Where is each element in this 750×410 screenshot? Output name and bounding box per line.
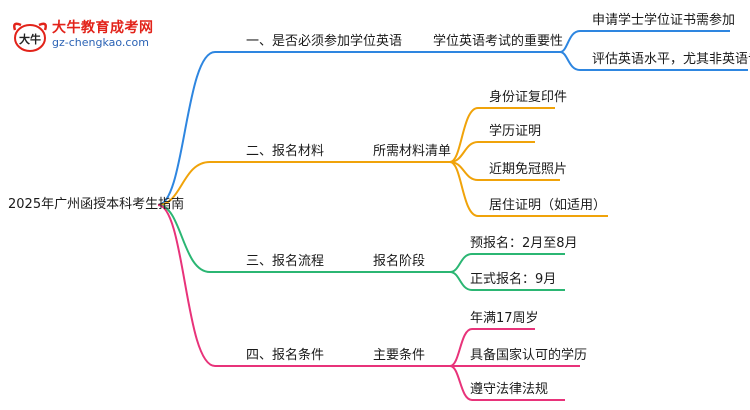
logo-site-url[interactable]: gz-chengkao.com xyxy=(52,36,149,49)
branch-2-leaf-2: 学历证明 xyxy=(489,124,542,139)
sub-1-to-leaf-2-line xyxy=(559,51,748,71)
branch-4-sub-label: 主要条件 xyxy=(373,348,426,363)
branch-2-leaf-4: 居住证明（如适用） xyxy=(489,198,607,213)
branch-3-lines xyxy=(157,204,565,291)
branch-3-leaf-2: 正式报名：9月 xyxy=(470,272,557,287)
sub-3-to-leaf-1-line xyxy=(449,253,565,273)
branch-1-lines xyxy=(157,30,748,206)
bull-logo-icon: 大牛 xyxy=(13,22,47,52)
sub-2-to-leaf-4-line xyxy=(449,161,608,217)
branch-4-lines xyxy=(157,204,580,401)
logo-site-name: 大牛教育成考网 xyxy=(52,20,154,36)
branch-2-leaf-3: 近期免冠照片 xyxy=(489,162,568,177)
branch-3-label: 三、报名流程 xyxy=(246,254,325,269)
branch-1-leaf-1: 申请学士学位证书需参加 xyxy=(592,13,736,28)
branch-1-leaf-2: 评估英语水平，尤其非英语专业 xyxy=(592,52,750,67)
branch-3-sub-label: 报名阶段 xyxy=(373,254,426,269)
branch-4-leaf-1: 年满17周岁 xyxy=(470,311,539,326)
root-topic: 2025年广州函授本科考生指南 xyxy=(8,197,185,212)
branch-1-label: 一、是否必须参加学位英语 xyxy=(246,34,403,49)
branch-2-sub-label: 所需材料清单 xyxy=(373,144,452,159)
sub-3-to-leaf-2-line xyxy=(449,271,565,291)
sub-4-to-leaf-1-line xyxy=(449,328,535,367)
logo-mark-text: 大牛 xyxy=(19,32,41,46)
site-logo[interactable]: 大牛 大牛教育成考网 gz-chengkao.com xyxy=(10,14,180,60)
sub-2-to-leaf-2-line xyxy=(449,141,535,163)
branch-2-lines xyxy=(157,107,608,217)
root-to-branch-4-line xyxy=(157,204,320,367)
sub-2-to-leaf-1-line xyxy=(449,107,555,163)
branch-1-sub-label: 学位英语考试的重要性 xyxy=(433,34,564,49)
root-to-branch-1-line xyxy=(157,51,375,206)
sub-2-to-leaf-3-line xyxy=(449,161,560,181)
root-to-branch-3-line xyxy=(157,204,320,273)
branch-4-leaf-3: 遵守法律法规 xyxy=(470,382,549,397)
root-to-branch-2-line xyxy=(157,161,320,206)
branch-3-leaf-1: 预报名：2月至8月 xyxy=(470,236,578,251)
branch-4-leaf-2: 具备国家认可的学历 xyxy=(470,348,588,363)
branch-2-leaf-1: 身份证复印件 xyxy=(489,90,568,105)
sub-1-to-leaf-1-line xyxy=(559,30,730,53)
branch-2-label: 二、报名材料 xyxy=(246,144,325,159)
sub-4-to-leaf-3-line xyxy=(449,365,565,401)
branch-4-label: 四、报名条件 xyxy=(246,348,325,363)
